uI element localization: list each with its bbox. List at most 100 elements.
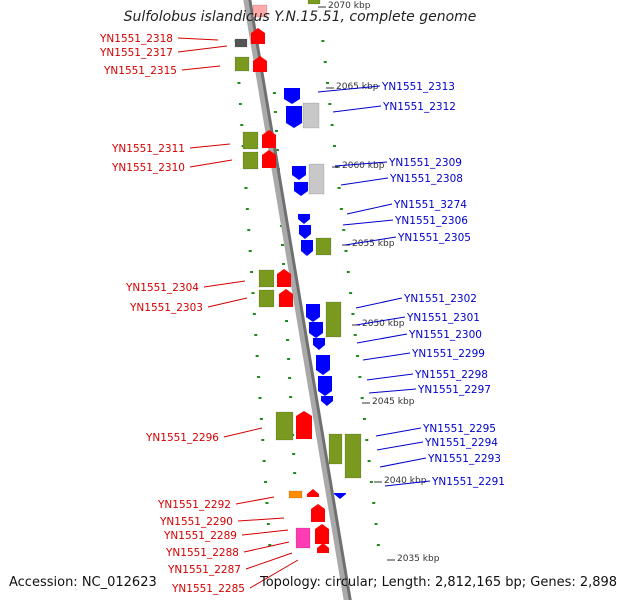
feature-cds <box>242 151 259 170</box>
tick-dot <box>328 103 332 105</box>
label-leader <box>189 143 231 149</box>
gene-label-left: YN1551_2292 <box>157 499 231 511</box>
tick-dot <box>360 397 364 399</box>
tick-dot <box>321 40 325 42</box>
tick-dot <box>265 502 269 504</box>
gene-label-left: YN1551_2304 <box>125 282 199 294</box>
gene-label-left: YN1551_2288 <box>165 547 239 559</box>
tick-dot <box>351 313 355 315</box>
feature-minus-arrow <box>262 150 276 168</box>
label-leader <box>355 316 406 326</box>
genome-summary-text: Topology: circular; Length: 2,812,165 bp… <box>260 575 617 590</box>
tick-dot <box>255 355 259 357</box>
tick-dot <box>288 377 292 379</box>
feature-minus-arrow <box>279 289 293 307</box>
gene-label-left: YN1551_2311 <box>111 143 185 155</box>
tick-dot <box>285 320 289 322</box>
label-leader <box>344 236 397 246</box>
tick-dot <box>273 111 277 113</box>
tick-dot <box>251 292 255 294</box>
tick-dot <box>286 339 290 341</box>
label-leader <box>241 529 289 536</box>
feature-cds <box>344 433 362 479</box>
feature-plus-arrow <box>292 166 306 180</box>
tick-dot <box>258 397 262 399</box>
label-leader <box>207 297 248 308</box>
tick-dot <box>247 229 251 231</box>
feature-minus-arrow <box>307 489 319 497</box>
gene-label-right: YN1551_2297 <box>417 384 491 396</box>
tick-dot <box>337 187 341 189</box>
feature-minus-arrow <box>296 411 312 439</box>
feature-plus-arrow <box>298 214 310 224</box>
label-leader <box>243 541 290 553</box>
genome-axis <box>243 0 349 600</box>
gene-label-right: YN1551_2305 <box>397 232 471 244</box>
tick-dot <box>264 481 268 483</box>
tick-dot <box>369 481 373 483</box>
scale-label: 2040 kbp <box>384 476 427 486</box>
gene-label-right: YN1551_2293 <box>427 453 501 465</box>
feature-minus-arrow <box>253 56 267 72</box>
tick-dot <box>292 453 296 455</box>
scale-label: 2035 kbp <box>397 554 440 564</box>
tick-dot <box>346 271 350 273</box>
tick-dot <box>282 263 286 265</box>
tick-dot <box>330 124 334 126</box>
feature-plus-arrow <box>334 493 346 499</box>
feature-minus-arrow <box>315 524 329 544</box>
tick-dot <box>261 439 265 441</box>
tick-dot <box>372 502 376 504</box>
label-leader <box>368 388 417 394</box>
tick-dot <box>252 313 256 315</box>
tick-dot <box>339 208 343 210</box>
gene-label-right: YN1551_2308 <box>389 173 463 185</box>
scale-label: 2055 kbp <box>352 239 395 249</box>
feature-cds <box>258 269 275 288</box>
feature-gray <box>234 38 248 48</box>
tick-dot <box>374 523 378 525</box>
tick-dot <box>240 124 244 126</box>
tick-dot <box>353 334 357 336</box>
gene-label-right: YN1551_2291 <box>431 476 505 488</box>
gene-label-left: YN1551_2318 <box>99 33 173 45</box>
label-leader <box>237 517 285 522</box>
feature-cds <box>307 0 321 5</box>
tick-dot <box>349 292 353 294</box>
label-leader <box>177 37 219 41</box>
scale-label: 2045 kbp <box>372 397 415 407</box>
feature-pseudo <box>302 102 320 129</box>
gene-label-left: YN1551_2290 <box>159 516 233 528</box>
label-leader <box>334 161 388 167</box>
feature-plus-arrow <box>318 376 332 396</box>
gene-label-left: YN1551_2317 <box>99 47 173 59</box>
gene-label-right: YN1551_2301 <box>406 312 480 324</box>
feature-plus-arrow <box>294 182 308 196</box>
gene-label-left: YN1551_2289 <box>163 530 237 542</box>
scale-label: 2065 kbp <box>336 82 379 92</box>
feature-pseudo <box>308 163 325 195</box>
feature-plus-arrow <box>301 240 313 256</box>
tick-dot <box>248 250 252 252</box>
tick-dot <box>332 145 336 147</box>
feature-minus-arrow <box>251 28 265 44</box>
feature-plus-arrow <box>299 225 311 239</box>
label-leader <box>346 203 393 215</box>
tick-dot <box>238 103 242 105</box>
feature-plus-arrow <box>306 304 320 322</box>
feature-minus-arrow <box>277 269 291 287</box>
gene-label-right: YN1551_2306 <box>394 215 468 227</box>
gene-label-left: YN1551_2285 <box>171 583 245 595</box>
label-leader <box>181 65 221 71</box>
feature-plus-arrow <box>321 396 333 406</box>
feature-minus-arrow <box>262 130 276 148</box>
gene-label-right: YN1551_2313 <box>381 81 455 93</box>
feature-minus-light <box>252 4 268 18</box>
tick-dot <box>289 396 293 398</box>
map-title: Sulfolobus islandicus Y.N.15.51, complet… <box>123 9 477 25</box>
gene-label-left: YN1551_2310 <box>111 162 185 174</box>
tick-dot <box>272 92 276 94</box>
label-leader <box>356 333 408 344</box>
